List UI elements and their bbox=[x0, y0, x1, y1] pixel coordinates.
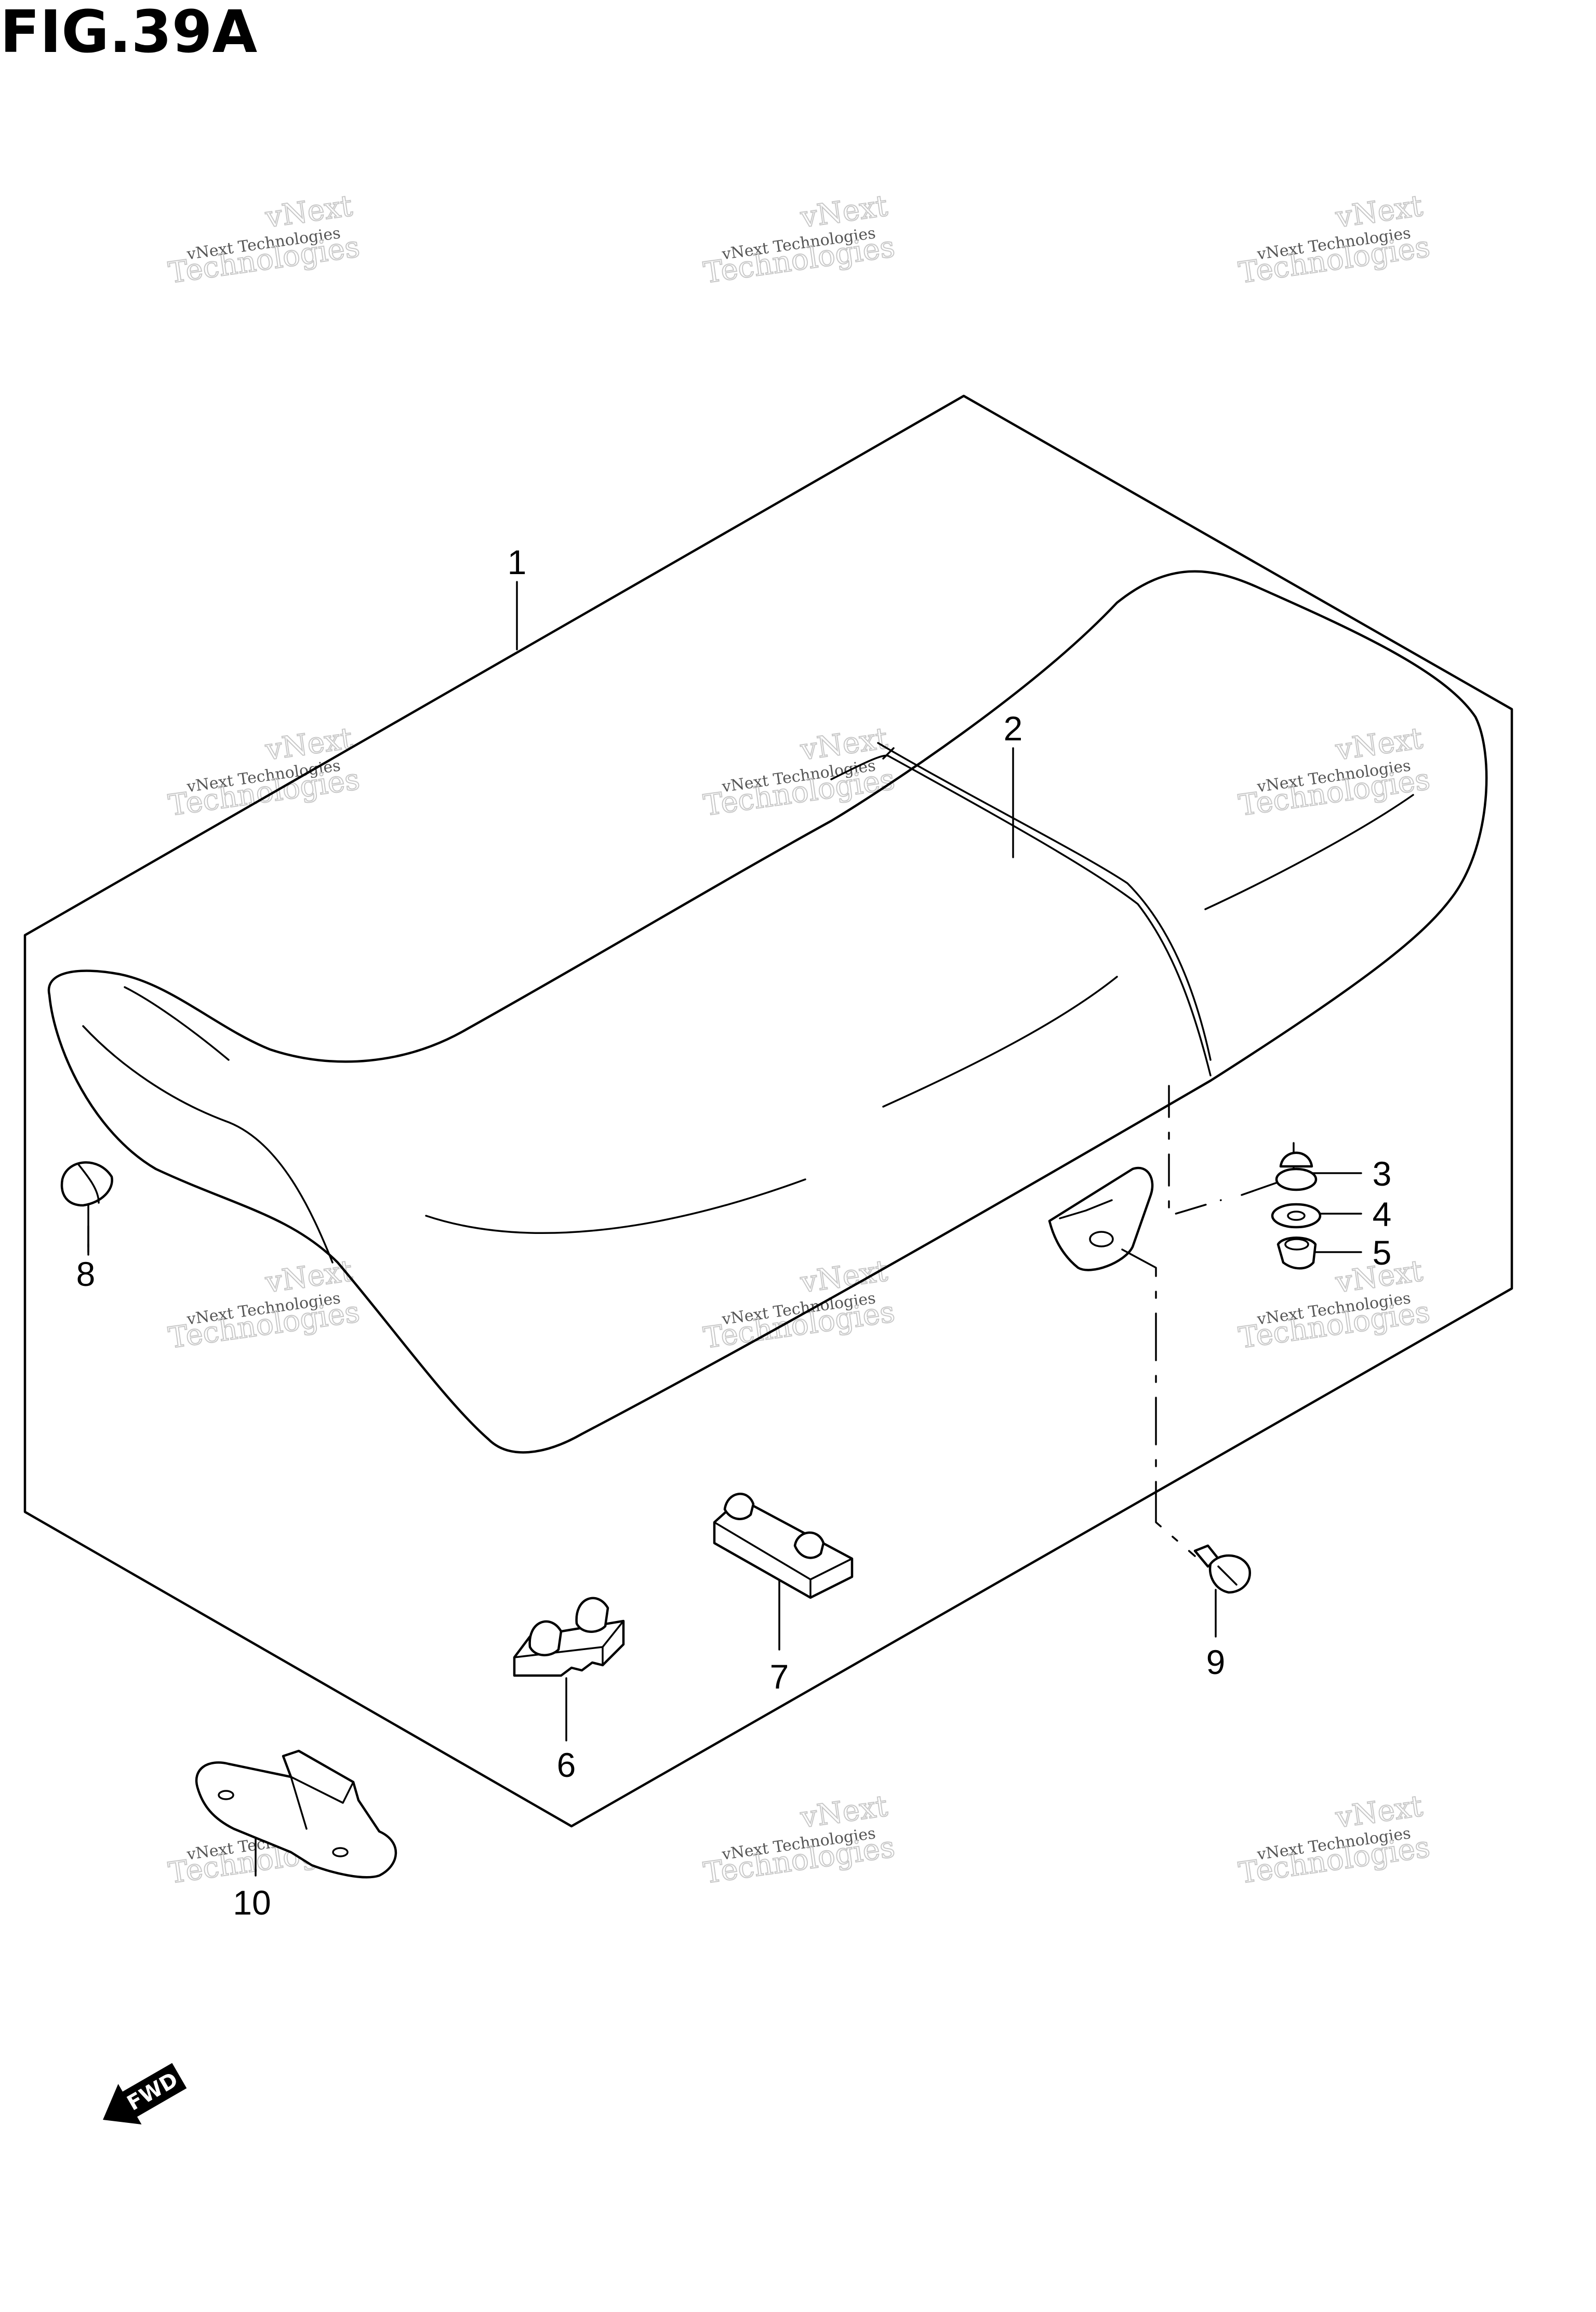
watermark-text-top: vNext bbox=[1333, 1789, 1425, 1835]
callout-5: 5 bbox=[1373, 1233, 1392, 1272]
callout-labels: 1 2 3 4 5 6 7 8 9 10 bbox=[76, 543, 1392, 1922]
part-5-nut bbox=[1276, 1237, 1317, 1270]
watermark-text-top: vNext bbox=[263, 722, 355, 767]
watermark-text-top: vNext bbox=[798, 189, 890, 235]
watermark-text-top: vNext bbox=[798, 722, 890, 767]
watermark-text-top: vNext bbox=[1333, 722, 1425, 767]
watermark-text-top: vNext bbox=[263, 189, 355, 235]
part-10-bracket bbox=[195, 1749, 397, 1879]
callout-2: 2 bbox=[1004, 709, 1023, 748]
part-9-bolt bbox=[1193, 1544, 1252, 1594]
watermark-text-top: vNext bbox=[1333, 189, 1425, 235]
part-8-bumper bbox=[60, 1161, 113, 1207]
part-7-damper bbox=[713, 1493, 854, 1599]
callout-9: 9 bbox=[1206, 1643, 1226, 1681]
callout-3: 3 bbox=[1373, 1154, 1392, 1193]
assembly-box-outline bbox=[23, 394, 1513, 1828]
seat-assembly bbox=[47, 570, 1488, 1454]
callout-8: 8 bbox=[76, 1255, 96, 1293]
watermark-text-top: vNext bbox=[798, 1254, 890, 1300]
callout-7: 7 bbox=[770, 1657, 789, 1696]
callout-1: 1 bbox=[508, 543, 527, 581]
callout-10: 10 bbox=[233, 1883, 271, 1922]
callout-6: 6 bbox=[557, 1746, 576, 1784]
part-4-washer bbox=[1271, 1203, 1322, 1229]
part-3-nut bbox=[1275, 1151, 1318, 1191]
figure-title: FIG.39A bbox=[0, 0, 258, 66]
watermark-text-top: vNext bbox=[263, 1254, 355, 1300]
watermark-text-top: vNext bbox=[798, 1789, 890, 1835]
fwd-arrow-icon: FWD bbox=[103, 2063, 187, 2124]
part-6-damper bbox=[513, 1597, 625, 1677]
callout-4: 4 bbox=[1373, 1195, 1392, 1233]
